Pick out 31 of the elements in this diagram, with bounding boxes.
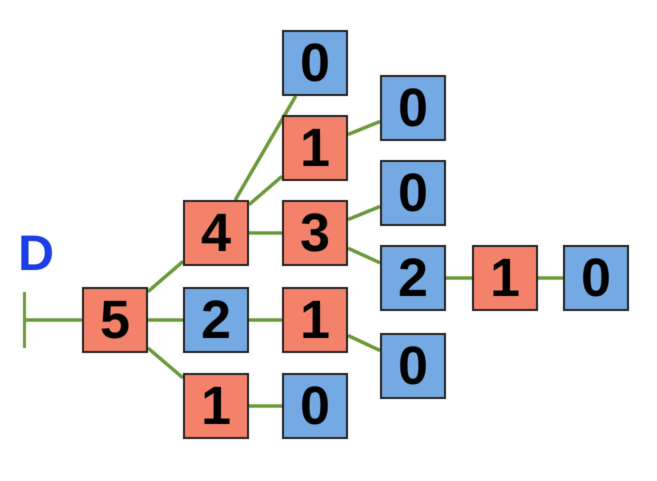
number-box: 2 <box>380 245 446 311</box>
connector-line <box>446 276 472 280</box>
connector-line <box>347 246 381 264</box>
number-box: 0 <box>380 75 446 141</box>
connector-line <box>148 318 183 322</box>
connector-line <box>249 231 282 235</box>
number-box: 0 <box>563 245 629 311</box>
number-box: 3 <box>282 200 348 266</box>
connector-line <box>146 346 184 380</box>
number-box: 0 <box>380 333 446 399</box>
number-box: 1 <box>472 245 538 311</box>
number-box: 0 <box>282 30 348 96</box>
number-box: 1 <box>183 373 249 439</box>
connector-line <box>538 276 563 280</box>
number-box: 0 <box>282 373 348 439</box>
connector-line <box>347 334 381 352</box>
connector-line <box>347 120 381 136</box>
number-box: 1 <box>282 287 348 353</box>
connector-line <box>234 95 298 201</box>
number-box: 2 <box>183 287 249 353</box>
connector-line <box>347 204 381 222</box>
connector-line <box>248 175 284 206</box>
number-box: 1 <box>282 115 348 181</box>
connector-line <box>23 292 82 348</box>
distance-label: D <box>18 228 54 278</box>
connector-line <box>249 318 282 322</box>
connector-line <box>146 260 184 293</box>
number-box: 4 <box>183 200 249 266</box>
connector-line <box>249 404 282 408</box>
number-box: 5 <box>82 287 148 353</box>
number-box: 0 <box>380 160 446 226</box>
